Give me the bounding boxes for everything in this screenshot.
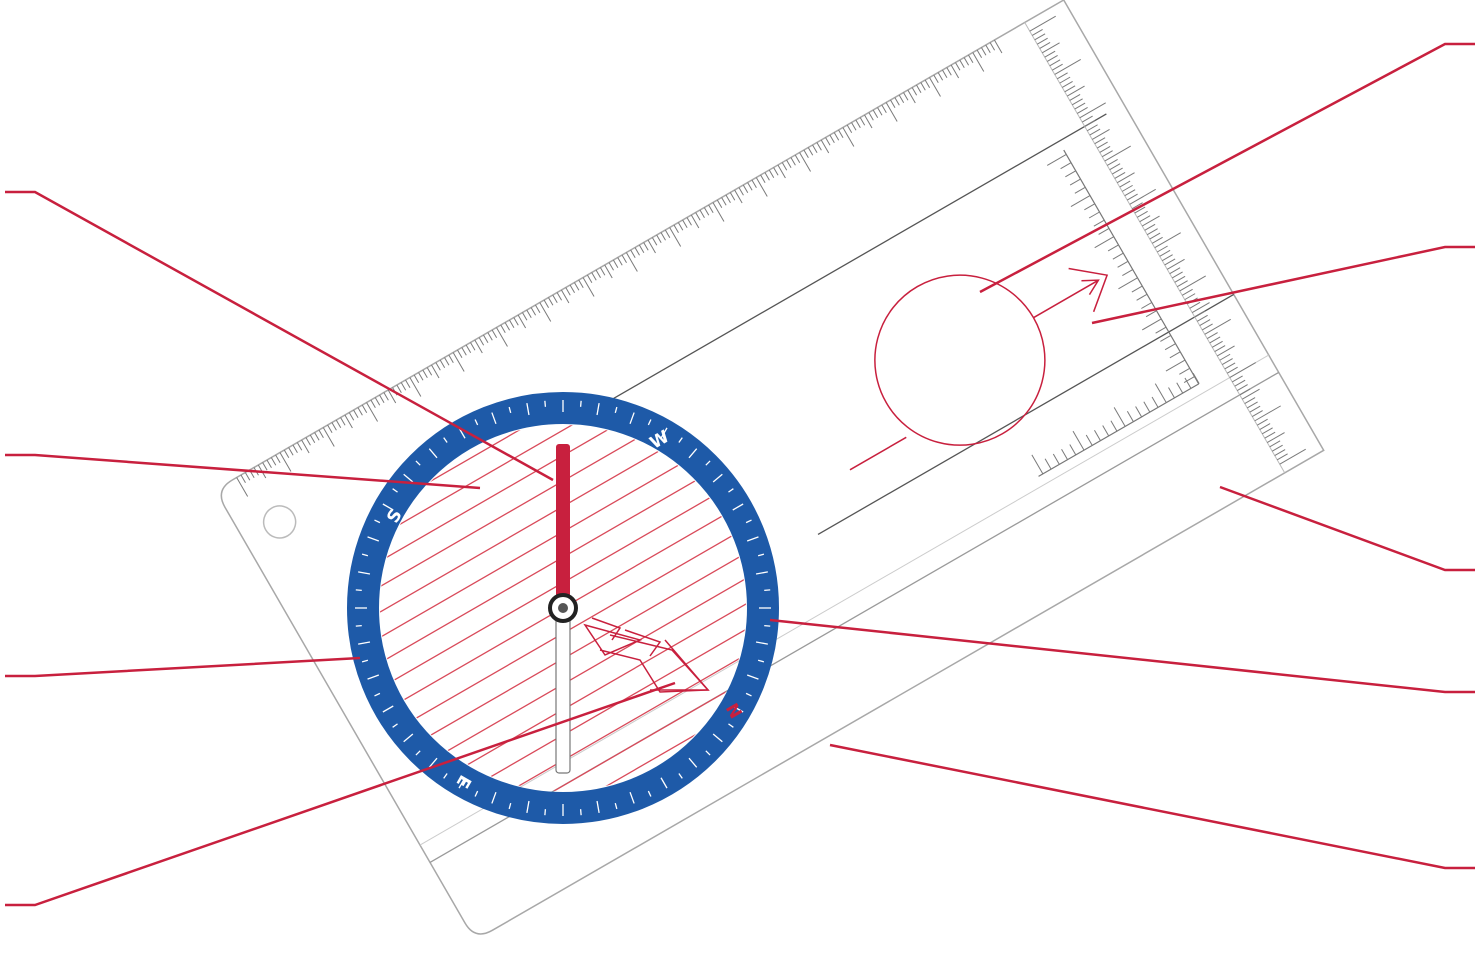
baseplate (215, 0, 1324, 940)
bezel-tick (764, 590, 770, 591)
baseplate-outline (215, 0, 1324, 940)
needle-pivot-center (558, 603, 568, 613)
needle-south (556, 608, 570, 773)
bezel-tick (545, 401, 546, 407)
bezel-tick (356, 626, 362, 627)
bezel-tick (545, 809, 546, 815)
callout-romer-scale (1220, 487, 1475, 570)
needle-north (556, 444, 570, 608)
bezel-tick (581, 809, 582, 815)
callout-baseplate (830, 745, 1475, 868)
callout-rotating-bezel (5, 658, 360, 676)
bezel-tick (764, 626, 770, 627)
bezel-tick (581, 401, 582, 407)
bezel-tick (356, 590, 362, 591)
